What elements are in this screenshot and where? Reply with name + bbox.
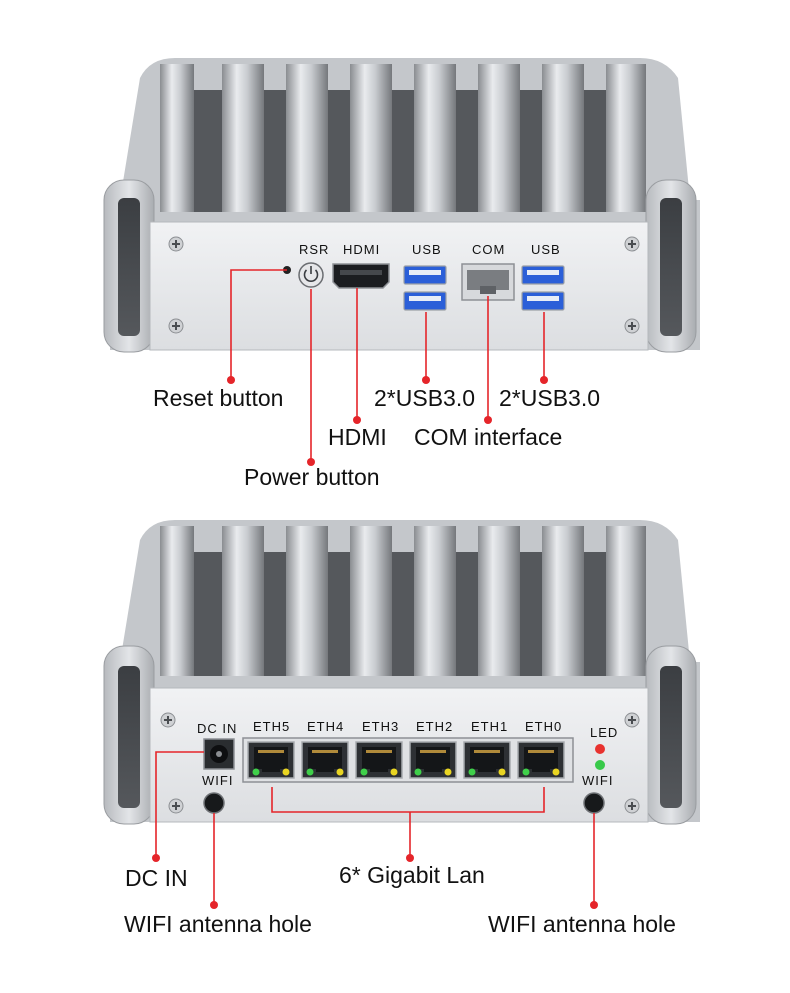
led-green-icon xyxy=(595,760,605,770)
bottom-callout-lines xyxy=(152,751,598,909)
port-label-dc-in: DC IN xyxy=(197,721,238,736)
screw-icon xyxy=(168,798,184,814)
port-label-eth1: ETH1 xyxy=(471,719,509,734)
hdmi-port-icon xyxy=(332,263,390,289)
top-callout-lines xyxy=(227,269,548,466)
port-label-com: COM xyxy=(472,242,506,257)
top-heatsink-fins xyxy=(160,64,646,212)
ethernet-port-icon xyxy=(463,741,511,779)
callout-dc-in: DC IN xyxy=(125,865,188,891)
callout-power-button: Power button xyxy=(244,464,380,490)
wifi-antenna-hole-icon xyxy=(583,792,605,814)
screw-icon xyxy=(168,318,184,334)
callout-usb-left: 2*USB3.0 xyxy=(374,385,476,411)
port-label-usb-right: USB xyxy=(531,242,561,257)
port-label-hdmi: HDMI xyxy=(343,242,381,257)
ethernet-port-icon xyxy=(517,741,565,779)
port-label-eth5: ETH5 xyxy=(253,719,291,734)
port-label-eth4: ETH4 xyxy=(307,719,345,734)
screw-icon xyxy=(160,712,176,728)
ethernet-port-icon xyxy=(301,741,349,779)
port-label-wifi-left: WIFI xyxy=(202,773,234,788)
port-label-eth2: ETH2 xyxy=(416,719,454,734)
led-red-icon xyxy=(595,744,605,754)
callout-hdmi: HDMI xyxy=(328,424,387,450)
callout-com-interface: COM interface xyxy=(414,424,563,450)
bottom-heatsink-fins xyxy=(160,526,646,676)
wifi-antenna-hole-icon xyxy=(203,792,225,814)
port-label-led: LED xyxy=(590,725,619,740)
usb3-port-icon xyxy=(521,291,565,311)
device-bottom xyxy=(103,520,700,909)
ethernet-port-icon xyxy=(355,741,403,779)
dc-in-jack-icon xyxy=(203,738,235,770)
screw-icon xyxy=(624,318,640,334)
port-label-eth0: ETH0 xyxy=(525,719,563,734)
usb3-port-icon xyxy=(521,265,565,285)
port-label-eth3: ETH3 xyxy=(362,719,400,734)
port-label-wifi-right: WIFI xyxy=(582,773,614,788)
callout-reset-button: Reset button xyxy=(153,385,284,411)
callout-wifi-antenna-left: WIFI antenna hole xyxy=(124,911,312,937)
device-top xyxy=(103,58,700,466)
port-label-rsr: RSR xyxy=(299,242,330,257)
screw-icon xyxy=(168,236,184,252)
port-label-usb-left: USB xyxy=(412,242,442,257)
ethernet-port-icon xyxy=(247,741,295,779)
callout-usb-right: 2*USB3.0 xyxy=(499,385,601,411)
callout-wifi-antenna-right: WIFI antenna hole xyxy=(488,911,676,937)
screw-icon xyxy=(624,236,640,252)
screw-icon xyxy=(624,798,640,814)
callout-gigabit-lan: 6* Gigabit Lan xyxy=(339,862,485,888)
screw-icon xyxy=(624,712,640,728)
ethernet-port-icon xyxy=(409,741,457,779)
usb3-port-icon xyxy=(403,291,447,311)
com-port-icon xyxy=(461,263,515,301)
usb3-port-icon xyxy=(403,265,447,285)
power-button-icon xyxy=(298,262,324,288)
